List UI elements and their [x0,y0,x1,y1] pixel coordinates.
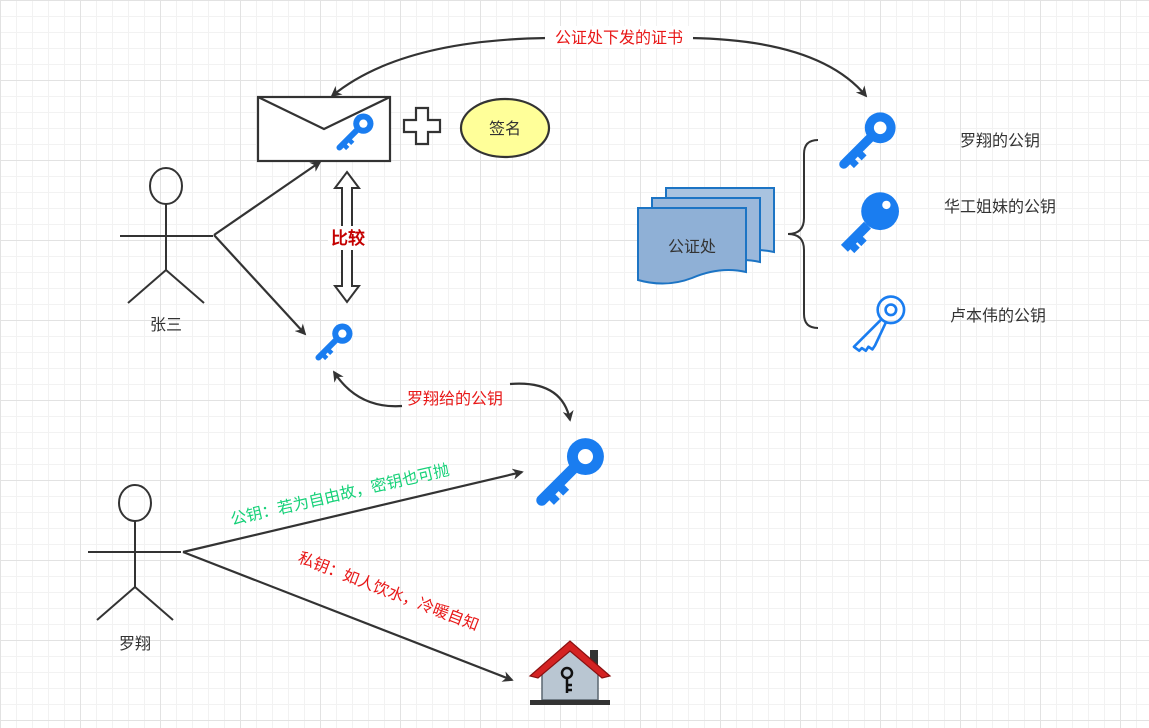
double-arrow-icon: 比较 [328,170,368,304]
stick-figure-zhangsan [120,167,213,304]
zhangsan-to-envelope-edge [213,160,322,236]
luoxiang-pubkey-label: 罗翔的公钥 [960,131,1040,150]
private-key-note: 私钥：如人饮水，冷暖自知 [296,548,482,635]
zhangsan-to-key-edge [213,234,307,336]
luoxiang-to-public-key-edge [182,468,524,554]
zhangsan-label: 张三 [150,315,182,334]
lubenwei-pubkey-label: 卢本伟的公钥 [950,306,1046,325]
house-key-icon [528,640,612,705]
received-key-icon [318,324,352,359]
huagong-key-icon [844,192,899,250]
compare-label: 比较 [331,228,365,249]
luoxiang-gave-label: 罗翔给的公钥 [407,389,503,408]
luoxiang-to-private-key-edge [182,550,514,682]
luoxiang-label: 罗翔 [119,634,151,653]
huagong-pubkey-label: 华工姐妹的公钥 [944,197,1056,216]
public-key-note: 公钥：若为自由故，密钥也可抛 [229,460,452,529]
document-stack-icon: 公证处 [637,187,775,285]
brace-icon [787,139,819,329]
luoxiang-key-icon [844,112,896,165]
signature-label: 签名 [489,119,521,138]
large-public-key-icon [542,438,604,502]
lubenwei-key-icon [852,295,906,353]
stick-figure-luoxiang [88,484,181,621]
signature-node: 签名 [459,97,551,159]
plus-icon [402,106,442,146]
certificate-edge-label: 公证处下发的证书 [555,28,683,47]
luoxiang-gave-edge: 罗翔给的公钥 [333,370,574,422]
notary-label: 公证处 [668,237,716,256]
certificate-edge: 公证处下发的证书 [330,26,868,98]
